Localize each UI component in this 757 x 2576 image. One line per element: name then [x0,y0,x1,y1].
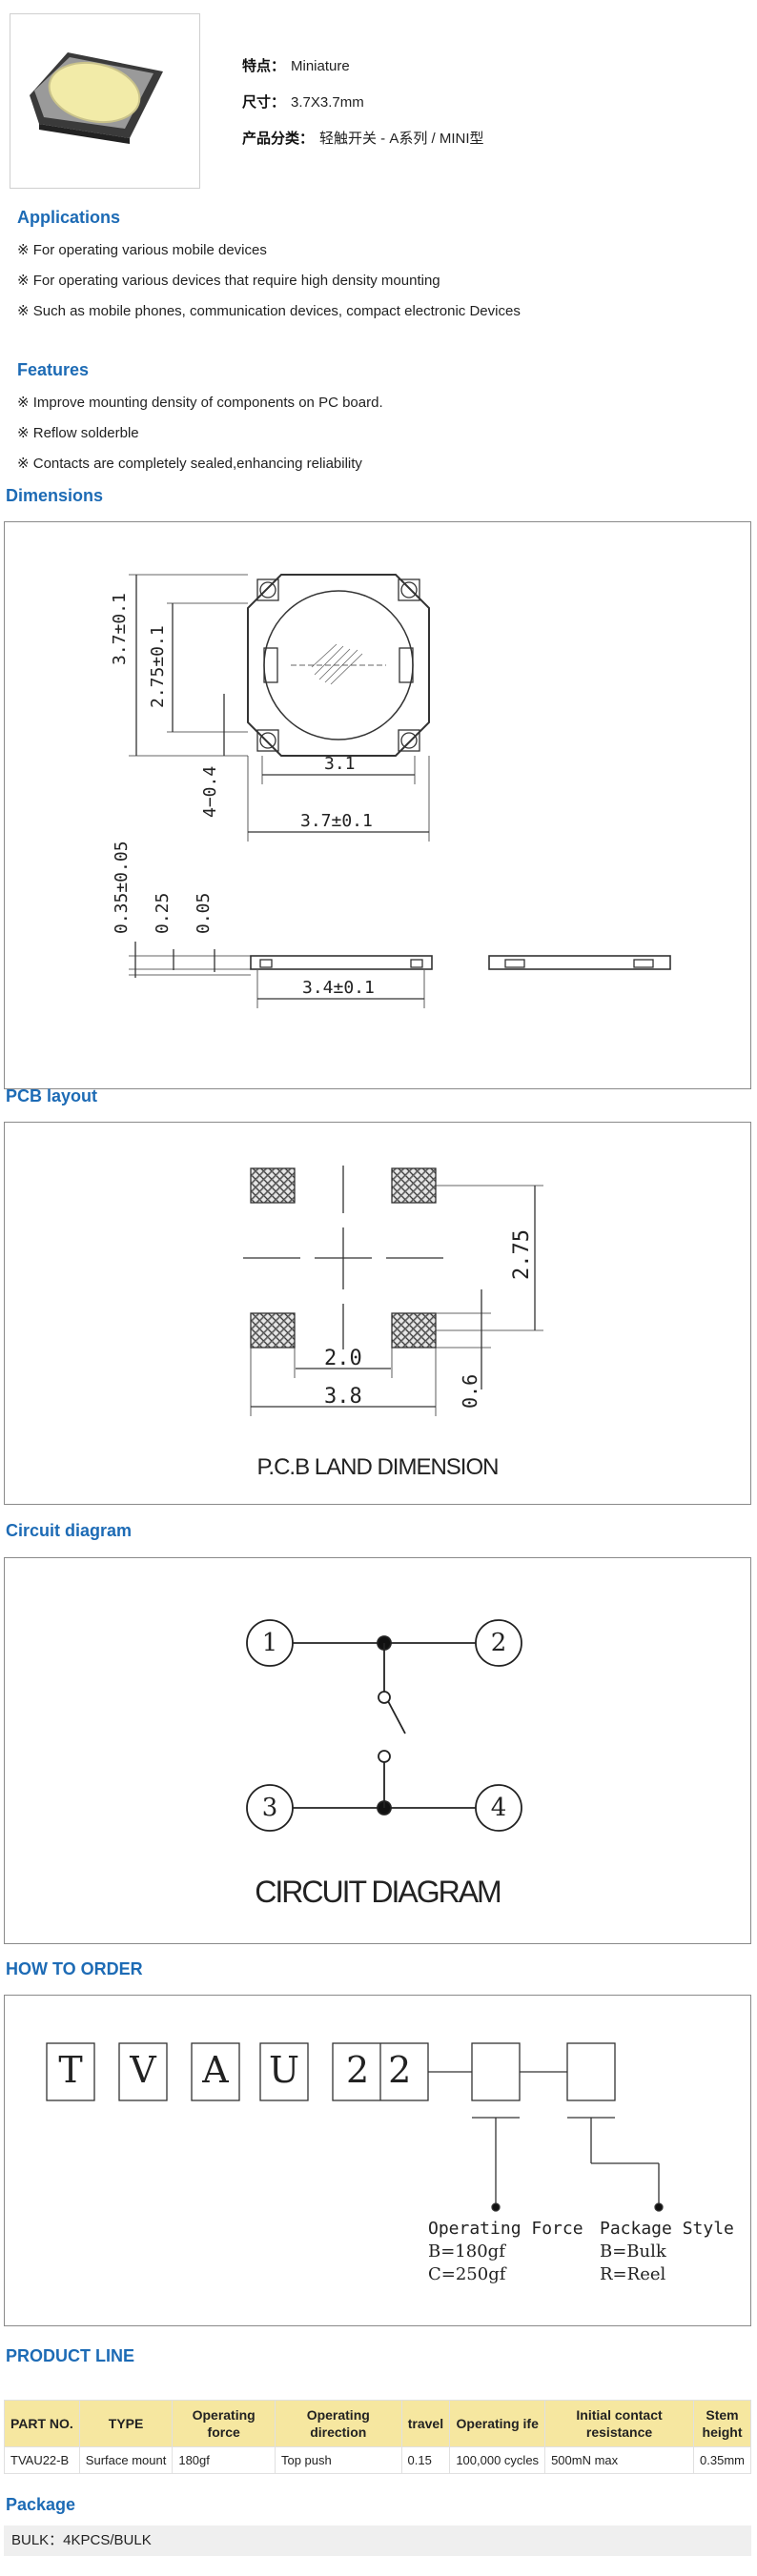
spec-feature: 特点：Miniature [242,58,350,74]
product-photo [10,13,200,189]
dim-height-inner: 2.75±0.1 [148,625,168,708]
product-line-title: PRODUCT LINE [6,2346,134,2365]
dim-side-width: 3.4±0.1 [302,978,375,998]
order-title: HOW TO ORDER [6,1959,143,1978]
col-travel: travel [400,2400,451,2447]
table-header-row: PART NO. TYPE Operating force Operating … [4,2400,751,2447]
cell-force: 180gf [172,2446,276,2474]
col-type: TYPE [78,2400,174,2447]
switch-image [30,52,163,144]
pcb-caption: P.C.B LAND DIMENSION [256,1454,500,1480]
order-force-c: C=250gf [428,2264,506,2284]
cell-life: 100,000 cycles [449,2446,546,2474]
dim-t1: 0.25 [153,892,173,934]
dimensions-drawing: 3.7±0.1 2.75±0.1 4−0.4 3.1 3.7±0.1 0.35±… [4,521,751,1089]
cell-stem-height: 0.35mm [693,2446,751,2474]
col-resistance: Initial contact resistance [544,2400,695,2447]
order-char-a: A [202,2049,229,2091]
col-life: Operating ife [449,2400,546,2447]
col-direction: Operating direction [274,2400,402,2447]
dim-height-total: 3.7±0.1 [110,593,130,665]
pcb-dim-vertical: 2.75 [510,1229,534,1280]
circuit-caption: CIRCUIT DIAGRAM [255,1875,501,1909]
application-item: ※ Such as mobile phones, communication d… [17,303,521,319]
order-pkg-b: B=Bulk [600,2241,666,2262]
pcb-dim-total: 3.8 [324,1385,362,1409]
pin-3: 3 [261,1794,278,1822]
product-line-table: PART NO. TYPE Operating force Operating … [4,2400,751,2474]
cell-direction: Top push [274,2446,402,2474]
order-char-t: T [58,2049,83,2091]
pin-1: 1 [261,1629,278,1657]
col-stem-height: Stem height [693,2400,751,2447]
feature-item: ※ Improve mounting density of components… [17,395,383,411]
order-char-v: V [130,2049,156,2091]
cell-resistance: 500mN max [544,2446,695,2474]
application-item: ※ For operating various mobile devices [17,242,267,258]
circuit-drawing: 1 2 3 4 CIRCUIT DIAGRAM [4,1557,751,1944]
cell-type: Surface mount [78,2446,174,2474]
dim-width-total: 3.7±0.1 [300,811,373,831]
pcb-drawing: 2.75 2.0 3.8 0.6 P.C.B LAND DIMENSION [4,1122,751,1505]
circuit-title: Circuit diagram [6,1521,133,1540]
table-row: TVAU22-B Surface mount 180gf Top push 0.… [4,2446,751,2474]
pcb-dim-pad-h: 0.6 [459,1373,481,1409]
feature-item: ※ Reflow solderble [17,425,139,441]
order-code: 22 [346,2049,431,2091]
pcb-dim-pad-gap: 2.0 [324,1347,362,1370]
pcb-title: PCB layout [6,1086,98,1105]
package-value: BULK：4KPCS/BULK [4,2525,751,2556]
spec-size: 尺寸：3.7X3.7mm [242,94,364,111]
order-force-title: Operating Force [428,2219,583,2239]
order-pkg-r: R=Reel [600,2264,666,2284]
feature-item: ※ Contacts are completely sealed,enhanci… [17,456,362,472]
applications-title: Applications [17,208,121,227]
pin-4: 4 [490,1794,507,1822]
dim-offset: 4−0.4 [200,765,220,818]
dimensions-title: Dimensions [6,486,104,505]
spec-category: 产品分类：轻触开关 - A系列 / MINI型 [242,131,484,147]
package-title: Package [6,2495,76,2514]
order-char-u: U [268,2049,300,2091]
dim-width-inner: 3.1 [324,754,356,774]
dim-t2: 0.05 [194,892,214,934]
order-pkg-title: Package Style [600,2219,734,2239]
col-force: Operating force [172,2400,276,2447]
application-item: ※ For operating various devices that req… [17,273,440,289]
cell-travel: 0.15 [400,2446,451,2474]
col-part-no: PART NO. [4,2400,80,2447]
pin-2: 2 [490,1629,507,1657]
order-drawing: T V A U 22 Operating Force B=180gf C=250… [4,1995,751,2326]
order-force-b: B=180gf [428,2241,505,2262]
cell-part-no: TVAU22-B [4,2446,80,2474]
features-title: Features [17,360,90,379]
dim-thickness: 0.35±0.05 [112,841,132,934]
